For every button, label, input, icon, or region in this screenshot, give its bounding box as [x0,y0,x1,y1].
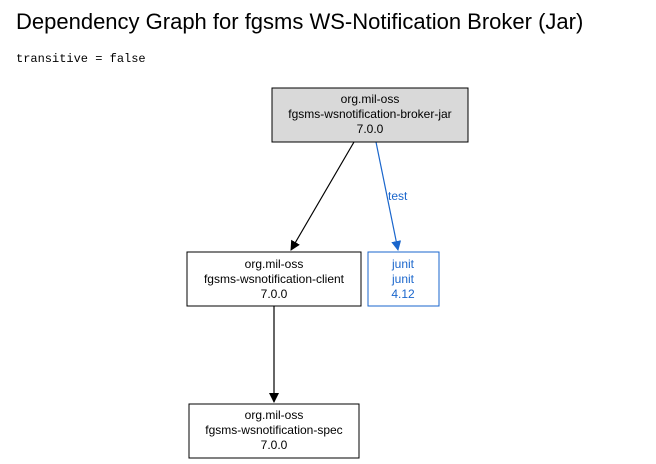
node-artifact-id: junit [391,272,415,286]
node-group-id: org.mil-oss [245,257,304,271]
node-client[interactable]: org.mil-oss fgsms-wsnotification-client … [186,251,362,307]
node-junit[interactable]: junit junit 4.12 [367,251,440,307]
node-box [186,251,362,307]
node-version: 7.0.0 [261,438,288,452]
node-version: 4.12 [391,287,415,301]
node-box [271,87,469,143]
node-group-id: junit [391,257,415,271]
edge-broker-to-junit [375,141,402,251]
edge-label-test: test [388,189,408,203]
page-title: Dependency Graph for fgsms WS-Notificati… [16,9,584,34]
graph-options: transitive = false [16,52,146,66]
edge-broker-to-client [290,141,355,251]
node-version: 7.0.0 [357,122,384,136]
node-artifact-id: fgsms-wsnotification-broker-jar [288,107,451,121]
node-group-id: org.mil-oss [245,408,304,422]
node-box [188,403,360,459]
node-box [367,251,440,307]
node-spec[interactable]: org.mil-oss fgsms-wsnotification-spec 7.… [188,403,360,459]
node-broker-jar[interactable]: org.mil-oss fgsms-wsnotification-broker-… [271,87,469,143]
node-artifact-id: fgsms-wsnotification-spec [205,423,342,437]
node-version: 7.0.0 [261,287,288,301]
node-artifact-id: fgsms-wsnotification-client [204,272,345,286]
node-group-id: org.mil-oss [341,92,400,106]
